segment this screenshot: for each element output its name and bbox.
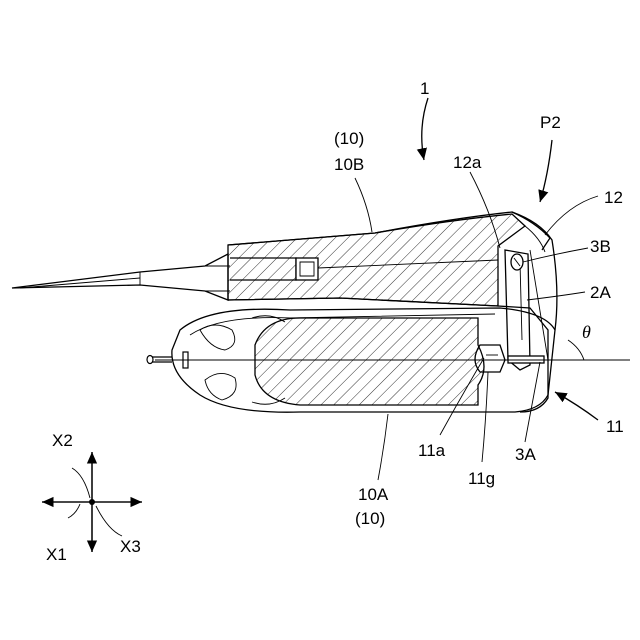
leader-p2	[540, 140, 552, 202]
leader-11g	[482, 372, 488, 462]
leader-1	[422, 98, 428, 160]
label-assembly: 1	[420, 79, 429, 98]
leader-10b	[355, 178, 372, 232]
label-part11a: 11a	[418, 441, 446, 460]
theta-arc	[568, 340, 584, 360]
leader-12	[545, 196, 598, 235]
leader-2a	[527, 292, 585, 300]
label-part10-top: (10)	[334, 129, 364, 148]
lower-body-hatched	[255, 318, 484, 405]
label-axis-x3: X3	[120, 537, 141, 556]
label-p2: P2	[540, 113, 561, 132]
label-part3a: 3A	[515, 445, 536, 464]
needle	[12, 254, 228, 300]
leader-3b	[523, 248, 588, 262]
leader-11	[555, 392, 598, 420]
label-part10b: 10B	[334, 155, 364, 174]
label-part12: 12	[604, 188, 623, 207]
label-part3b: 3B	[590, 237, 611, 256]
label-part10a: 10A	[358, 485, 389, 504]
label-axis-x2: X2	[52, 431, 73, 450]
leader-3a	[525, 362, 540, 442]
leader-10a	[378, 414, 388, 480]
upper-body-hatched	[228, 214, 525, 306]
label-part2a: 2A	[590, 283, 611, 302]
label-part10-bottom: (10)	[355, 509, 385, 528]
label-theta: θ	[582, 322, 591, 342]
angle-line	[530, 250, 548, 360]
label-part11: 11	[606, 417, 624, 436]
pin-3a	[508, 356, 544, 363]
label-part11g: 11g	[468, 469, 495, 488]
upper-body-10b	[12, 212, 550, 306]
label-axis-x1: X1	[46, 545, 67, 564]
label-part12a: 12a	[453, 153, 482, 172]
